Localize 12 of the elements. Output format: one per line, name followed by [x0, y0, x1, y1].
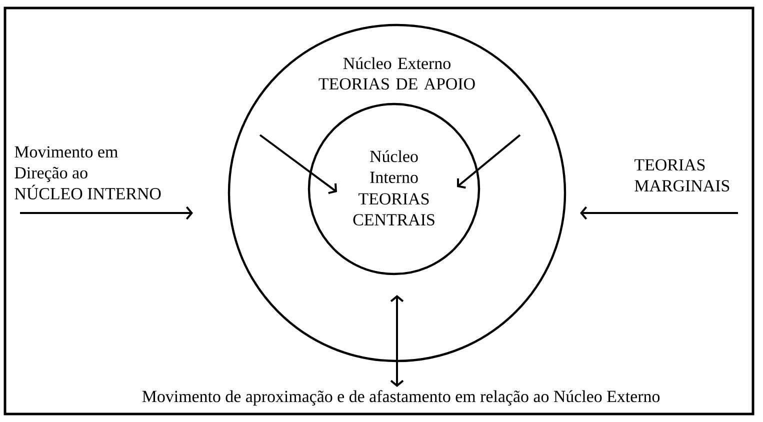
- edge-label: TEORIAS MARGINAIS: [634, 159, 730, 192]
- label-text: TEORIAS DE APOIO: [318, 78, 475, 90]
- edge-label: Movimento em Direção ao NÚCLEO INTERNO: [14, 146, 161, 200]
- edge-label: Movimento de aproximação e de afastamento em relação ao Núcleo Externo: [142, 390, 660, 406]
- label-text: TEORIAS CENTRAIS: [353, 193, 434, 226]
- title-text: Núcleo Externo: [343, 57, 450, 70]
- title-text: Núcleo Interno: [370, 150, 418, 184]
- arrow: [457, 134, 521, 189]
- arrow: [580, 206, 738, 220]
- double-arrow: [390, 295, 404, 387]
- arrow: [20, 206, 193, 220]
- arrow: [259, 134, 337, 194]
